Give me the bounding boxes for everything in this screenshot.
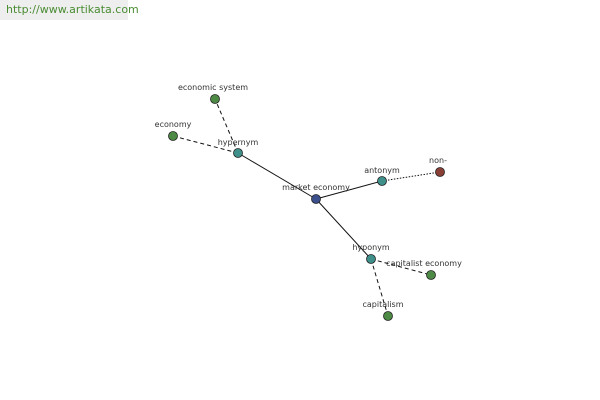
node-label-economy: economy [155,120,192,129]
node-label-antonym: antonym [364,166,400,175]
node-label-economic-system: economic system [178,83,248,92]
node-label-non: non- [429,156,447,165]
edge-hyponym-capitalism [370,258,389,317]
edge-layer [172,98,441,317]
label-layer: market economy hypernym antonym hyponym econ… [155,83,462,309]
node-label-capitalism: capitalism [362,300,403,309]
node-capitalism[interactable] [383,311,393,321]
node-capitalist-economy[interactable] [426,270,436,280]
node-non[interactable] [435,167,445,177]
edge-hypernym-economic-system [214,98,239,154]
edge-hyponym-capitalist-economy [370,258,432,276]
edge-market-economy-antonym [315,180,383,200]
node-economy[interactable] [168,131,178,141]
node-hyponym[interactable] [366,254,376,264]
node-economic-system[interactable] [210,94,220,104]
node-antonym[interactable] [377,176,387,186]
site-link[interactable]: http://www.artikata.com [0,0,139,20]
node-layer [168,94,445,321]
edge-market-economy-hyponym [315,198,372,260]
node-hypernym[interactable] [233,148,243,158]
node-label-hyponym: hyponym [352,243,390,252]
node-label-market-economy: market economy [282,183,350,192]
edge-market-economy-hypernym [237,152,317,200]
node-label-capitalist-economy: capitalist economy [386,259,462,268]
edge-antonym-non [381,171,441,182]
node-label-hypernym: hypernym [218,138,259,147]
node-market-economy[interactable] [311,194,321,204]
